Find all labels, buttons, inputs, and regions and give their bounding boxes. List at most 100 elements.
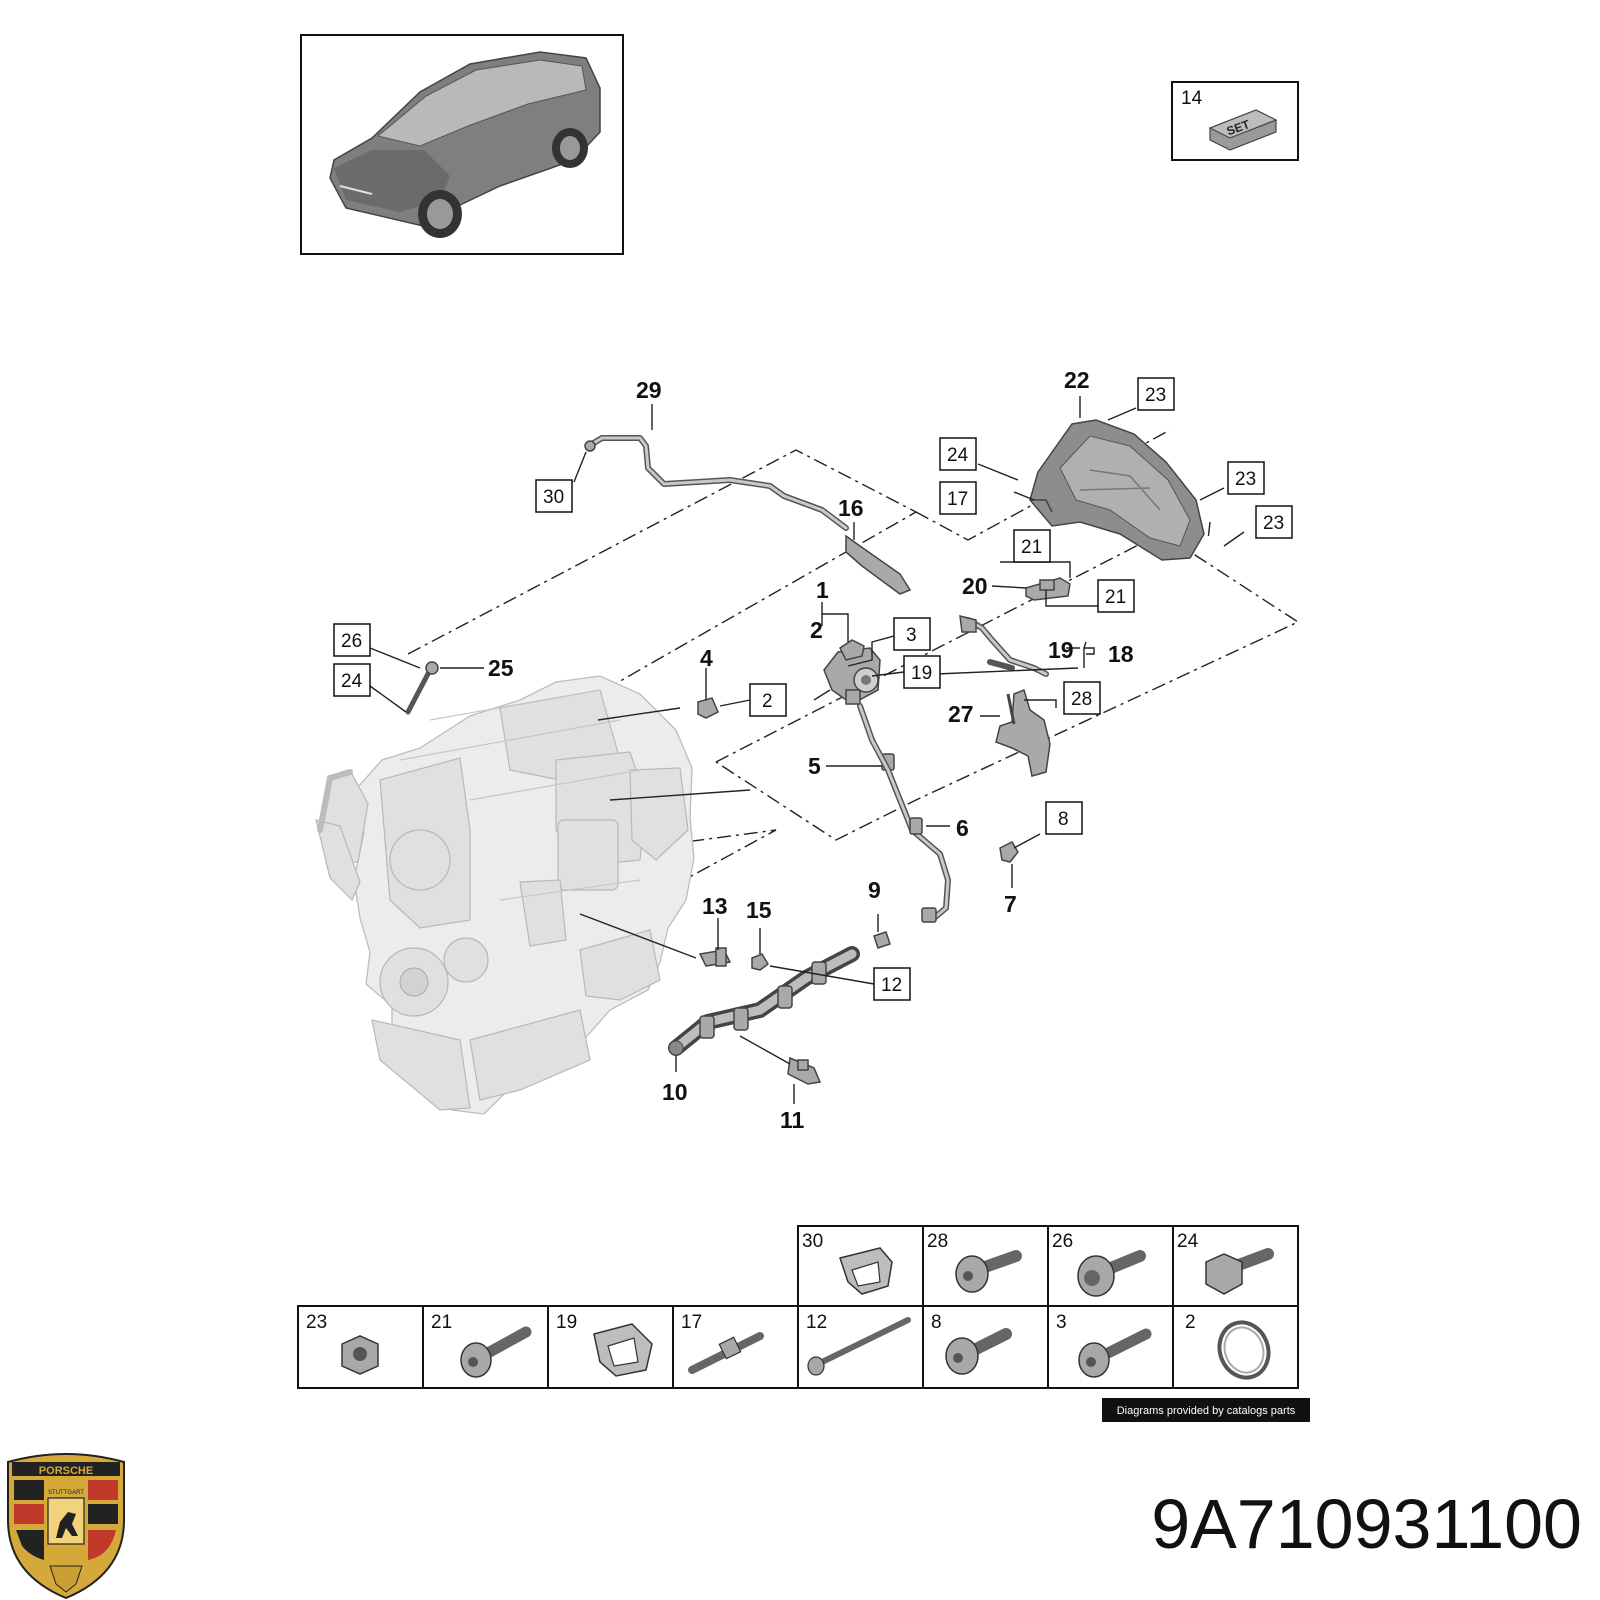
torx-bolt-icon	[945, 1328, 1012, 1375]
boxed-ref-12: 12	[873, 967, 911, 1001]
svg-text:21: 21	[1105, 587, 1126, 608]
svg-text:8: 8	[931, 1312, 942, 1333]
set-box: 14 SET	[1171, 81, 1299, 161]
boxed-ref-24b: 24	[333, 663, 371, 697]
svg-text:24: 24	[947, 445, 969, 466]
svg-text:17: 17	[947, 489, 968, 510]
svg-text:21: 21	[431, 1312, 452, 1333]
boxed-ref-28: 28	[1063, 681, 1101, 715]
part-number: 9A710931100	[1151, 1485, 1582, 1563]
callout-6: 6	[956, 815, 969, 841]
part-13	[698, 947, 732, 967]
callout-7: 7	[1004, 891, 1017, 917]
torx-bolt-icon	[460, 1326, 532, 1378]
set-tag-icon: SET	[1208, 109, 1278, 151]
svg-text:30: 30	[543, 487, 564, 508]
callout-25: 25	[488, 655, 514, 681]
callout-18: 18	[1108, 641, 1134, 667]
boxed-ref-30: 30	[535, 479, 573, 513]
boxed-ref-23a: 23	[1137, 377, 1175, 411]
boxed-ref-2: 2	[749, 683, 787, 717]
pressure-sensor-11	[787, 1056, 822, 1085]
callout-16: 16	[838, 495, 864, 521]
callouts: 29 22 16 1 2 20 19 18 25 4 27 5 6 7 9 13…	[488, 367, 1134, 1133]
svg-text:23: 23	[306, 1312, 327, 1333]
credit-bar: Diagrams provided by catalogs parts	[1102, 1398, 1310, 1422]
boxed-ref-8: 8	[1045, 801, 1083, 835]
svg-text:23: 23	[1235, 469, 1256, 490]
leader-lines	[369, 396, 1245, 1104]
grid-cell-19: 19	[556, 1312, 653, 1377]
grid-cell-24: 24	[1177, 1231, 1274, 1295]
boxed-ref-23b: 23	[1227, 461, 1265, 495]
porsche-crest-icon: PORSCHE STUTTGART	[7, 1453, 125, 1600]
svg-text:24: 24	[1177, 1231, 1199, 1252]
svg-text:8: 8	[1058, 809, 1069, 830]
callout-15: 15	[746, 897, 772, 923]
suv-icon	[329, 51, 601, 238]
long-bolt-icon	[807, 1317, 911, 1376]
stud-icon	[688, 1332, 764, 1374]
boxed-ref-19: 19	[903, 655, 941, 689]
hex-nut-icon	[341, 1335, 379, 1375]
callout-4: 4	[700, 645, 713, 671]
svg-text:12: 12	[881, 975, 902, 996]
crest-subtext: STUTTGART	[48, 1490, 84, 1496]
svg-text:19: 19	[556, 1312, 577, 1333]
part-9	[873, 931, 891, 949]
boxed-ref-21b: 21	[1097, 579, 1135, 613]
svg-text:23: 23	[1263, 513, 1284, 534]
svg-text:28: 28	[1071, 689, 1092, 710]
callout-29: 29	[636, 377, 662, 403]
svg-text:26: 26	[1052, 1231, 1073, 1252]
svg-text:24: 24	[341, 671, 363, 692]
crest-text: PORSCHE	[39, 1465, 93, 1477]
bracket-20	[1025, 577, 1071, 601]
boxed-ref-26: 26	[333, 623, 371, 657]
part-25	[405, 661, 439, 715]
grid-cell-17: 17	[681, 1312, 764, 1374]
grid-cell-3: 3	[1056, 1312, 1152, 1378]
bracket-27	[995, 688, 1051, 777]
grid-cell-12: 12	[806, 1312, 911, 1376]
svg-text:2: 2	[762, 691, 773, 712]
boxed-ref-23c: 23	[1255, 505, 1293, 539]
callout-11: 11	[780, 1107, 805, 1133]
boxed-ref-3: 3	[893, 617, 931, 651]
credit-text: Diagrams provided by catalogs parts	[1117, 1405, 1296, 1417]
line-bracket-16	[845, 534, 912, 595]
svg-text:3: 3	[1056, 1312, 1067, 1333]
torx-bolt-icon	[1078, 1328, 1152, 1378]
boxed-ref-17: 17	[939, 481, 977, 515]
high-pressure-line-6	[857, 703, 951, 923]
boxed-ref-21a: 21	[1013, 529, 1051, 563]
set-box-number: 14	[1181, 88, 1203, 109]
o-ring-icon	[1217, 1320, 1271, 1380]
callout-20: 20	[962, 573, 988, 599]
clip-icon	[593, 1323, 653, 1377]
svg-text:12: 12	[806, 1312, 827, 1333]
svg-text:23: 23	[1145, 385, 1166, 406]
callout-13: 13	[702, 893, 728, 919]
boxed-ref-24a: 24	[939, 437, 977, 471]
grid-cell-28: 28	[927, 1231, 1022, 1293]
callout-9: 9	[868, 877, 881, 903]
fuel-line-19	[959, 615, 1049, 677]
grid-cell-2: 2	[1185, 1312, 1271, 1380]
fuel-rail-10	[668, 946, 860, 1056]
clip-icon	[839, 1247, 893, 1295]
svg-text:21: 21	[1021, 537, 1042, 558]
grid-cell-8: 8	[931, 1312, 1012, 1375]
heat-shield-22	[1029, 419, 1205, 561]
callout-19: 19	[1048, 637, 1074, 663]
hardware-grid: 30 28 26 24	[297, 1225, 1299, 1389]
grid-cell-21: 21	[431, 1312, 532, 1378]
engine-block	[315, 675, 695, 1115]
callout-10: 10	[662, 1079, 688, 1105]
boxed-refs: 23 24 23 17 23 30 21 21 3 26 19 24 2 28 …	[333, 377, 1293, 1001]
parts	[405, 419, 1205, 1085]
part-4	[697, 697, 719, 719]
grid-cell-23: 23	[306, 1312, 379, 1375]
callout-22: 22	[1064, 367, 1090, 393]
